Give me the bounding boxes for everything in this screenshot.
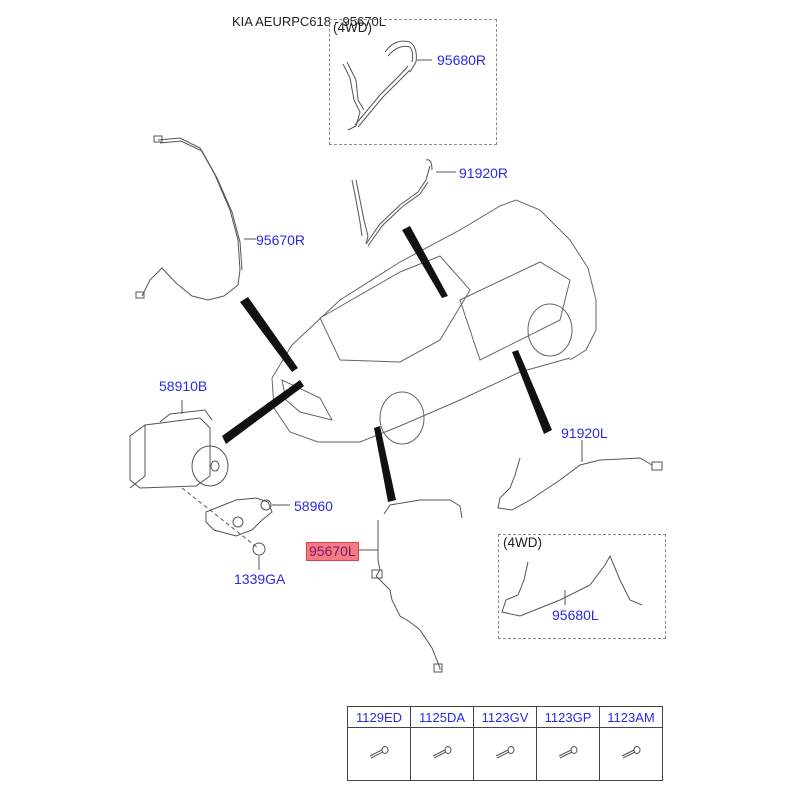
pointer-91920L [512,350,552,434]
fastener-table: 1129ED 1125DA 1123GV 1123GP 1123AM [347,706,663,781]
fastener-code[interactable]: 1123GV [473,706,537,728]
bolt-icon [369,745,389,758]
pointer-58910B [222,380,304,444]
nut-1339GA [252,542,266,570]
group-box-4wd-rear-left [498,534,666,639]
bracket-58960 [181,487,290,549]
sensor-harness-91920L [497,440,663,511]
abs-modulator-58910B [129,400,229,489]
part-label-58960[interactable]: 58960 [294,498,333,514]
fastener-image-row [347,727,663,781]
pointer-95670R [240,297,298,372]
group-label-4wd-bottom: (4WD) [503,535,542,550]
part-label-95670R[interactable]: 95670R [256,232,306,248]
diagram-title: KIA AEURPC618 - 95670L [232,14,386,29]
part-label-91920L[interactable]: 91920L [561,425,608,441]
sensor-harness-95680L [501,554,643,617]
pointer-95670L [374,426,396,502]
part-label-95680R[interactable]: 95680R [437,52,487,68]
fastener-code[interactable]: 1125DA [410,706,474,728]
fastener-image-cell [347,727,411,781]
fastener-code-row: 1129ED 1125DA 1123GV 1123GP 1123AM [347,706,663,728]
fastener-code[interactable]: 1129ED [347,706,411,728]
group-box-4wd-rear-right [329,19,497,145]
vehicle-outline [271,199,597,445]
fastener-code[interactable]: 1123GP [536,706,600,728]
bolt-icon [495,745,515,758]
part-label-95680L[interactable]: 95680L [552,607,599,623]
fastener-image-cell [536,727,600,781]
fastener-image-cell [410,727,474,781]
fastener-image-cell [599,727,663,781]
fastener-image-cell [473,727,537,781]
pointer-strokes [222,226,552,502]
pointer-91920R [402,226,448,298]
part-label-58910B[interactable]: 58910B [159,378,208,394]
bolt-icon [621,745,641,758]
sensor-harness-91920R [351,159,456,247]
part-label-1339GA[interactable]: 1339GA [234,571,286,587]
fastener-code[interactable]: 1123AM [599,706,663,728]
sensor-harness-95670R [135,135,256,301]
bolt-icon [558,745,578,758]
sensor-harness-95680R [342,40,432,131]
group-label-4wd-top: (4WD) [333,20,372,35]
bolt-icon [432,745,452,758]
part-label-95670L-highlighted[interactable]: 95670L [306,542,359,561]
part-label-91920R[interactable]: 91920R [459,165,509,181]
sensor-harness-95670L [356,499,463,673]
